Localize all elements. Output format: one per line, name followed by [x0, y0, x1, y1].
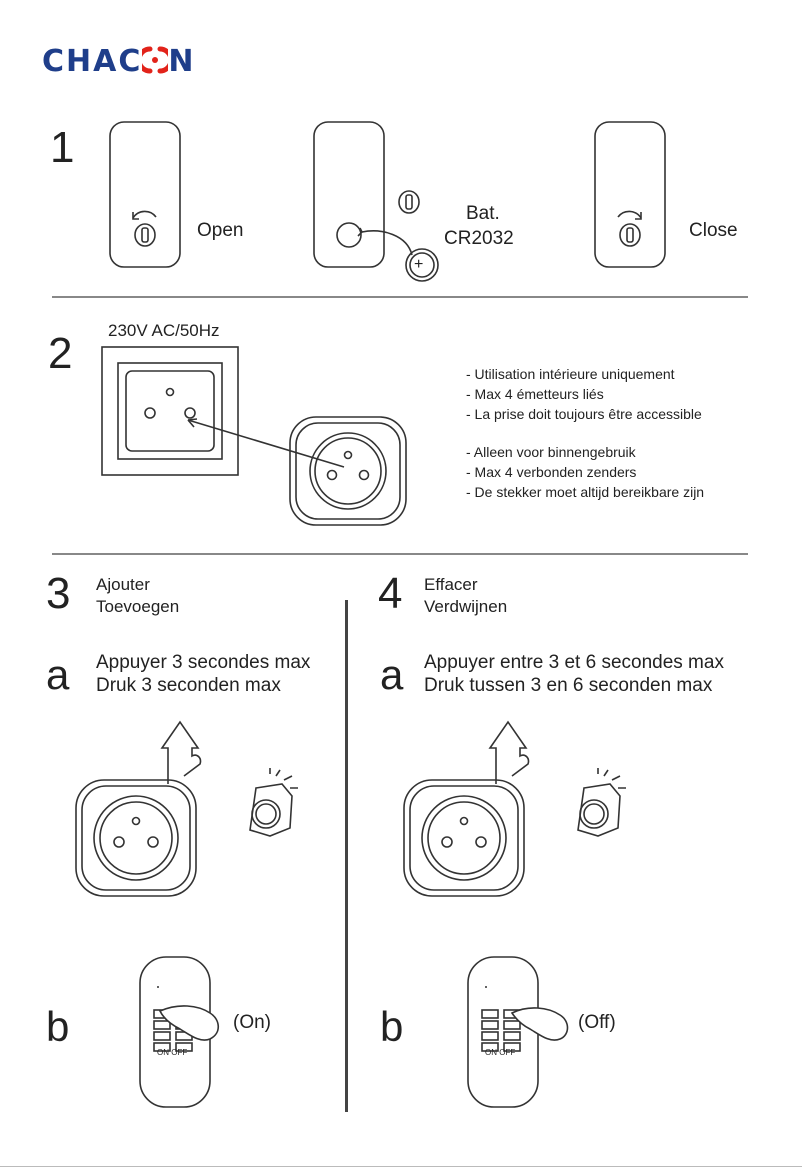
brand-text-part2: N: [168, 44, 196, 79]
section-divider-2: [52, 553, 748, 555]
brand-logo: CHAC N: [42, 44, 195, 79]
battery-label-line2: CR2032: [444, 228, 514, 249]
step-number-4: 4: [378, 569, 403, 618]
on-label: (On): [233, 1012, 271, 1033]
step-letter-4b: b: [380, 1003, 404, 1050]
step-number-2: 2: [48, 329, 73, 378]
note-fr-item: - Max 4 émetteurs liés: [466, 386, 604, 402]
add-title-nl: Toevoegen: [96, 597, 180, 616]
brand-text-part1: CHAC: [42, 44, 143, 79]
step-letter-3a: a: [46, 651, 70, 698]
notes-nl-list: - Alleen voor binnengebruik - Max 4 verb…: [466, 442, 704, 502]
note-fr-item: - La prise doit toujours être accessible: [466, 406, 702, 422]
delete-title-nl: Verdwijnen: [424, 597, 508, 616]
delete-plug-press-figure: [403, 720, 626, 897]
battery-label-line1: Bat.: [466, 203, 500, 224]
remote-off-figure: [467, 956, 569, 1108]
column-divider: [345, 600, 348, 1112]
add-step-a-line1: Appuyer 3 secondes max: [96, 652, 311, 673]
close-label: Close: [689, 220, 738, 241]
note-nl-item: - Alleen voor binnengebruik: [466, 444, 636, 460]
open-label: Open: [197, 220, 244, 241]
battery-plus-symbol: +: [414, 256, 424, 273]
remote-on-figure: [139, 956, 220, 1108]
add-title-fr: Ajouter: [96, 575, 150, 594]
note-fr-item: - Utilisation intérieure uniquement: [466, 366, 675, 382]
page-bottom-border: [0, 1166, 802, 1167]
remote-on-off-text: ON OFF: [157, 1048, 188, 1057]
step-number-1: 1: [50, 123, 75, 172]
note-nl-item: - De stekker moet altijd bereikbare zijn: [466, 484, 705, 500]
delete-step-a-line2: Druk tussen 3 en 6 seconden max: [424, 675, 713, 696]
device-open-figure: [109, 121, 181, 268]
notes-fr-list: - Utilisation intérieure uniquement - Ma…: [466, 364, 702, 424]
device-close-figure: [594, 121, 666, 268]
step-number-3: 3: [46, 569, 71, 618]
section-divider-1: [52, 296, 748, 298]
step-letter-4a: a: [380, 651, 404, 698]
note-nl-item: - Max 4 verbonden zenders: [466, 464, 637, 480]
wall-outlet-figure: [101, 346, 407, 526]
remote-on-off-text: ON OFF: [485, 1048, 516, 1057]
add-step-a-line2: Druk 3 seconden max: [96, 675, 281, 696]
delete-title-fr: Effacer: [424, 575, 478, 594]
battery-figure: [313, 121, 439, 282]
step-letter-3b: b: [46, 1003, 70, 1050]
delete-step-a-line1: Appuyer entre 3 et 6 secondes max: [424, 652, 724, 673]
voltage-label: 230V AC/50Hz: [108, 321, 220, 340]
off-label: (Off): [578, 1012, 616, 1033]
add-plug-press-figure: [75, 720, 298, 897]
brand-o-icon: [136, 46, 174, 74]
